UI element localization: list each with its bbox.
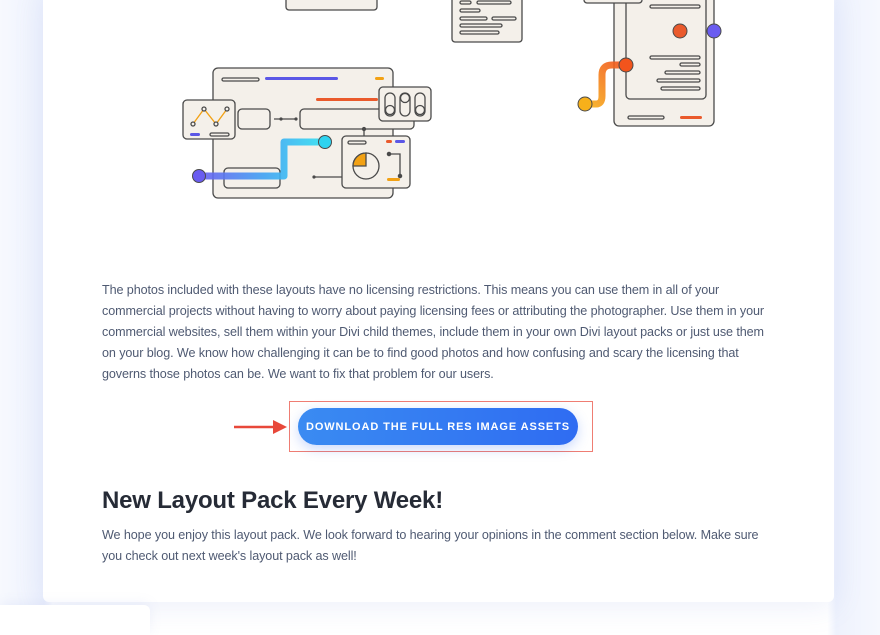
highlight-box bbox=[289, 401, 593, 452]
arrow-right-icon bbox=[234, 420, 287, 434]
weekly-paragraph: We hope you enjoy this layout pack. We l… bbox=[102, 528, 759, 563]
licensing-paragraph: The photos included with these layouts h… bbox=[102, 283, 765, 381]
layout-wireframe-illustration bbox=[182, 0, 722, 199]
download-assets-button[interactable]: DOWNLOAD THE FULL RES IMAGE ASSETS bbox=[298, 408, 578, 445]
next-card bbox=[0, 605, 150, 635]
section-heading: New Layout Pack Every Week! bbox=[102, 487, 443, 514]
